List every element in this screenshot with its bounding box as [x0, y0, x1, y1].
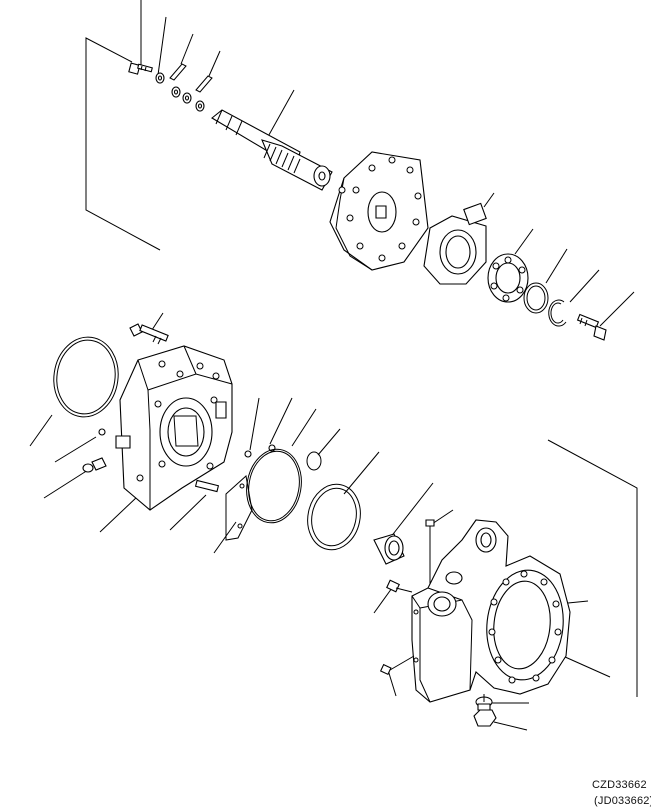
washer-top-1	[156, 73, 164, 83]
grouping-lines	[86, 38, 637, 697]
small-seal-dots	[245, 445, 275, 457]
snap-ring-1	[524, 283, 548, 313]
washer-top-2	[170, 64, 186, 97]
roller-bearing	[488, 254, 528, 302]
medium-o-ring	[241, 445, 307, 527]
plug-screw-left	[387, 580, 412, 592]
bushing-sleeve	[374, 534, 404, 564]
hex-bolt-middle	[130, 324, 168, 344]
hex-bolt-top	[129, 63, 152, 74]
hex-bolt-right	[578, 314, 606, 340]
gasket-seal-small	[226, 476, 252, 540]
large-o-ring	[49, 333, 124, 421]
callout-lines-middle	[30, 313, 433, 553]
bearing-retainer-plate	[424, 203, 486, 284]
drain-plug	[474, 704, 496, 726]
drive-shaft	[212, 110, 332, 190]
plug-screw-bottom-left	[381, 656, 414, 674]
cylinder-seal-ring	[302, 479, 367, 554]
small-o-ring	[307, 452, 321, 470]
drawing-code: CZD33662	[592, 779, 647, 791]
snap-ring-2	[549, 300, 566, 326]
dowel-pin-cover	[196, 480, 219, 491]
plug-fitting-left	[83, 458, 106, 472]
main-pump-housing	[412, 520, 570, 702]
washer-top-3	[183, 76, 212, 111]
alternate-drawing-code: (JD033662)	[594, 795, 651, 807]
dowel-pin-small	[99, 429, 105, 435]
callout-lines-upper	[141, 0, 634, 326]
end-cover-housing	[116, 346, 232, 510]
swash-plate-flange	[330, 152, 428, 270]
